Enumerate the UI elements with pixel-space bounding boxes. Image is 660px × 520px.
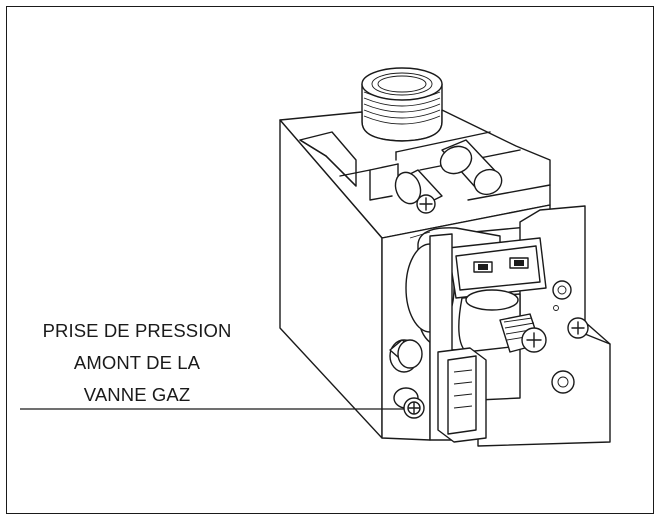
figure-frame [6,6,654,514]
threaded-inlet [361,67,443,142]
callout-line-2: AMONT DE LA [73,352,201,373]
top-bosses [394,139,503,214]
lower-front [389,233,487,443]
callout-line-3: VANNE GAZ [83,384,191,405]
callout-line-1: PRISE DE PRESSION [42,320,232,341]
